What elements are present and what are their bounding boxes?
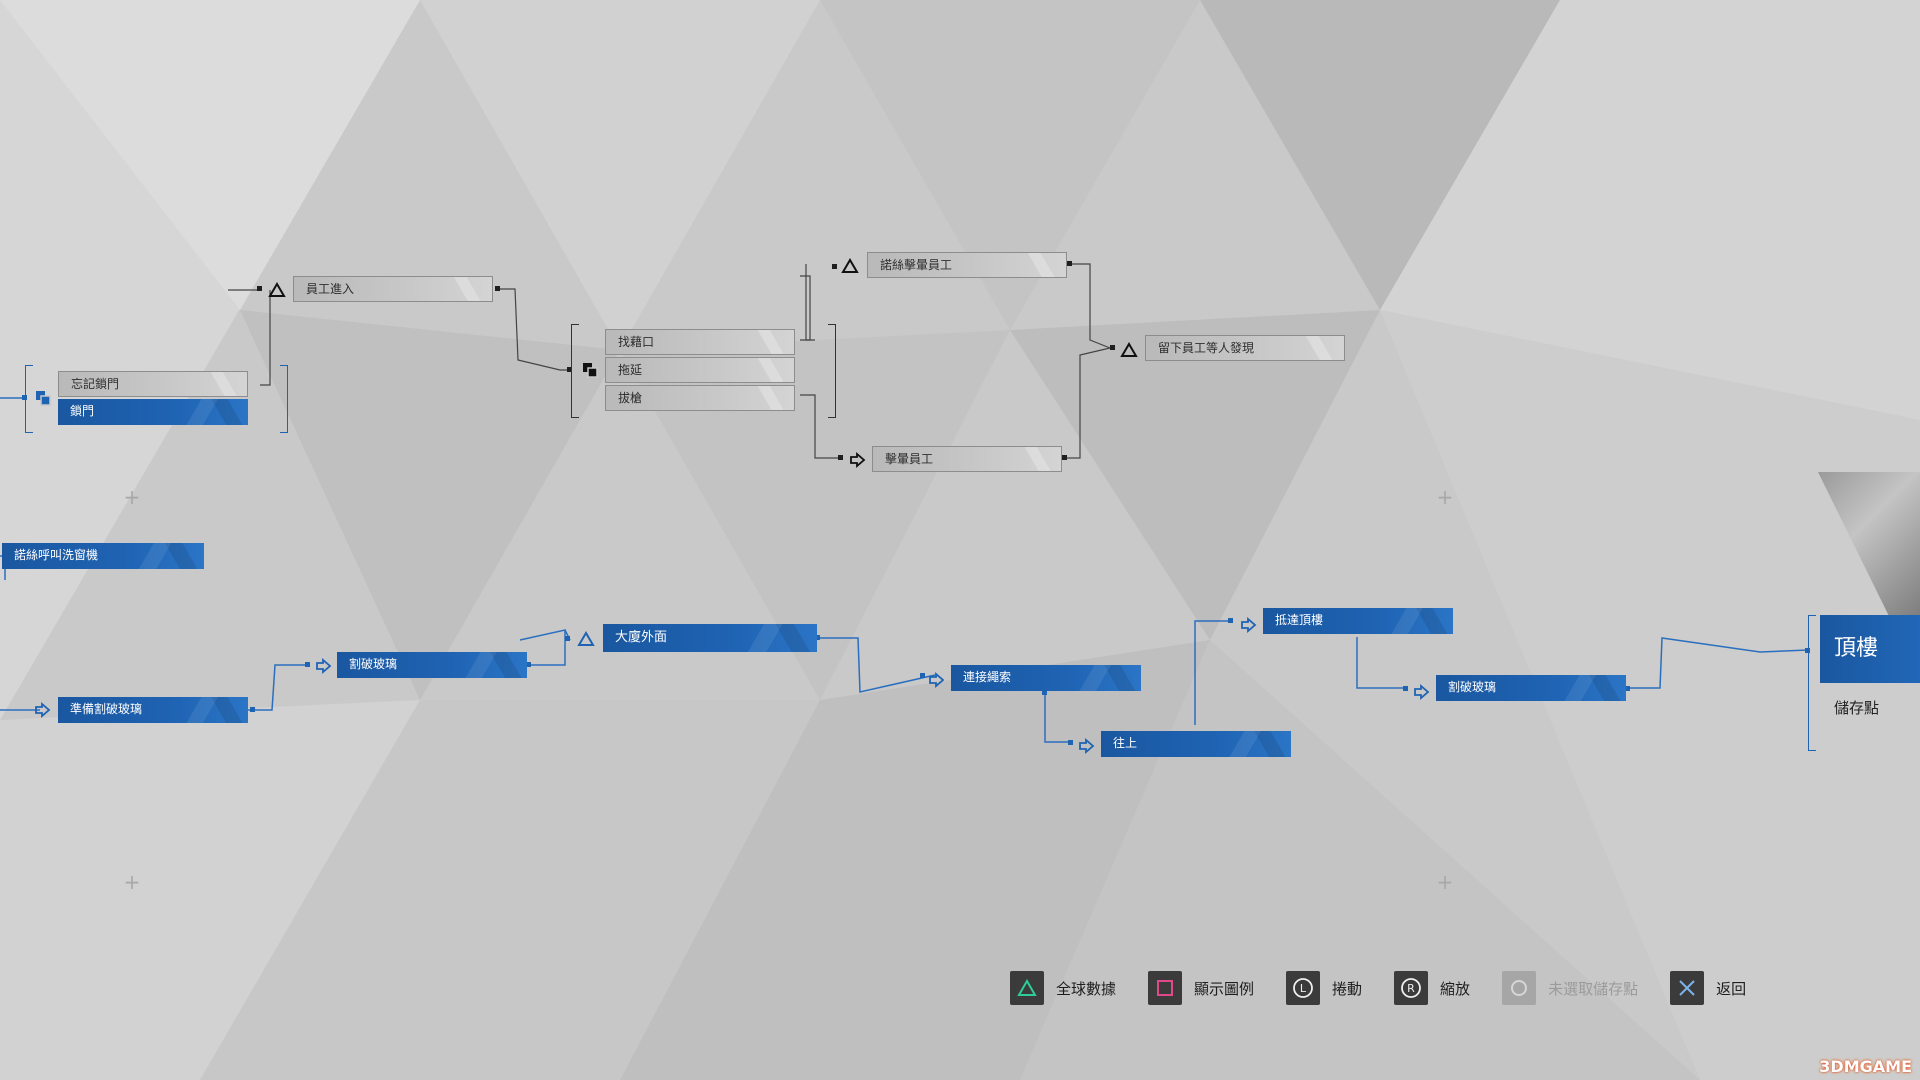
checkpoint-title: 頂樓 bbox=[1820, 615, 1920, 683]
choice-bracket-right bbox=[280, 365, 288, 433]
left-stick-letter: L bbox=[1300, 982, 1307, 995]
legend-scroll[interactable]: L 捲動 bbox=[1286, 971, 1362, 1005]
triangle-choice-icon bbox=[838, 254, 862, 278]
node-prepare-break-glass[interactable]: 準備割破玻璃 bbox=[58, 697, 248, 723]
right-stick-letter: R bbox=[1407, 982, 1415, 995]
arrow-choice-icon bbox=[1409, 680, 1433, 704]
node-outside-building[interactable]: 大廈外面 bbox=[603, 624, 817, 652]
arrow-choice-icon bbox=[1074, 734, 1098, 758]
legend-zoom[interactable]: R 縮放 bbox=[1394, 971, 1470, 1005]
multi-choice-icon bbox=[578, 358, 602, 382]
node-forgot-lock[interactable]: 忘記鎖門 bbox=[58, 371, 248, 397]
legend-label: 返回 bbox=[1716, 979, 1747, 998]
legend-label: 縮放 bbox=[1440, 979, 1471, 998]
choice-bracket-right bbox=[828, 324, 836, 418]
legend-no-checkpoint: 未選取儲存點 bbox=[1502, 971, 1638, 1005]
arrow-choice-icon bbox=[845, 448, 869, 472]
grid-crosshair: + bbox=[1436, 485, 1454, 509]
arrow-choice-icon bbox=[924, 668, 948, 692]
grid-crosshair: + bbox=[123, 870, 141, 894]
legend-global-data[interactable]: 全球數據 bbox=[1010, 971, 1116, 1005]
node-break-glass-2[interactable]: 割破玻璃 bbox=[1436, 675, 1626, 701]
multi-choice-icon bbox=[31, 386, 55, 410]
cross-button-icon bbox=[1670, 971, 1705, 1005]
legend-back[interactable]: 返回 bbox=[1670, 971, 1746, 1005]
node-go-up[interactable]: 往上 bbox=[1101, 731, 1291, 757]
controls-legend: 全球數據 顯示圖例 L 捲動 R 縮放 未選取儲存點 返回 bbox=[1010, 968, 1778, 1008]
arrow-choice-icon bbox=[1236, 613, 1260, 637]
node-break-glass-1[interactable]: 割破玻璃 bbox=[337, 652, 527, 678]
node-north-call-window-cleaner[interactable]: 諾絲呼叫洗窗機 bbox=[2, 543, 204, 569]
triangle-choice-icon bbox=[1117, 338, 1141, 362]
node-stall[interactable]: 拖延 bbox=[605, 357, 795, 383]
node-attach-rope[interactable]: 連接繩索 bbox=[951, 665, 1141, 691]
node-reach-rooftop[interactable]: 抵達頂樓 bbox=[1263, 608, 1453, 634]
node-leave-employee[interactable]: 留下員工等人發現 bbox=[1145, 335, 1345, 361]
triangle-choice-icon bbox=[574, 627, 598, 651]
checkpoint-bracket bbox=[1808, 615, 1816, 751]
arrow-choice-icon bbox=[30, 698, 54, 722]
triangle-button-icon bbox=[1010, 971, 1044, 1005]
circle-button-icon bbox=[1502, 971, 1537, 1005]
node-find-excuse[interactable]: 找藉口 bbox=[605, 329, 795, 355]
node-draw-gun[interactable]: 拔槍 bbox=[605, 385, 795, 411]
node-north-stun-employee[interactable]: 諾絲擊暈員工 bbox=[867, 252, 1067, 278]
arrow-choice-icon bbox=[311, 654, 335, 678]
triangle-choice-icon bbox=[265, 278, 289, 302]
legend-label: 未選取儲存點 bbox=[1548, 979, 1639, 998]
legend-show-legend[interactable]: 顯示圖例 bbox=[1148, 971, 1254, 1005]
grid-crosshair: + bbox=[123, 485, 141, 509]
node-employee-enter[interactable]: 員工進入 bbox=[293, 276, 493, 302]
grid-crosshair: + bbox=[1436, 870, 1454, 894]
site-watermark: 3DMGAME bbox=[1819, 1057, 1912, 1076]
legend-label: 顯示圖例 bbox=[1194, 979, 1255, 998]
right-stick-icon: R bbox=[1394, 971, 1429, 1005]
checkpoint-subtitle: 儲存點 bbox=[1834, 699, 1880, 717]
square-button-icon bbox=[1148, 971, 1183, 1005]
legend-label: 全球數據 bbox=[1056, 979, 1117, 998]
choice-bracket-left bbox=[571, 324, 579, 418]
choice-bracket-left bbox=[25, 365, 33, 433]
node-lock-door[interactable]: 鎖門 bbox=[58, 399, 248, 425]
legend-label: 捲動 bbox=[1332, 979, 1363, 998]
left-stick-icon: L bbox=[1286, 971, 1321, 1005]
node-stun-employee[interactable]: 擊暈員工 bbox=[872, 446, 1062, 472]
